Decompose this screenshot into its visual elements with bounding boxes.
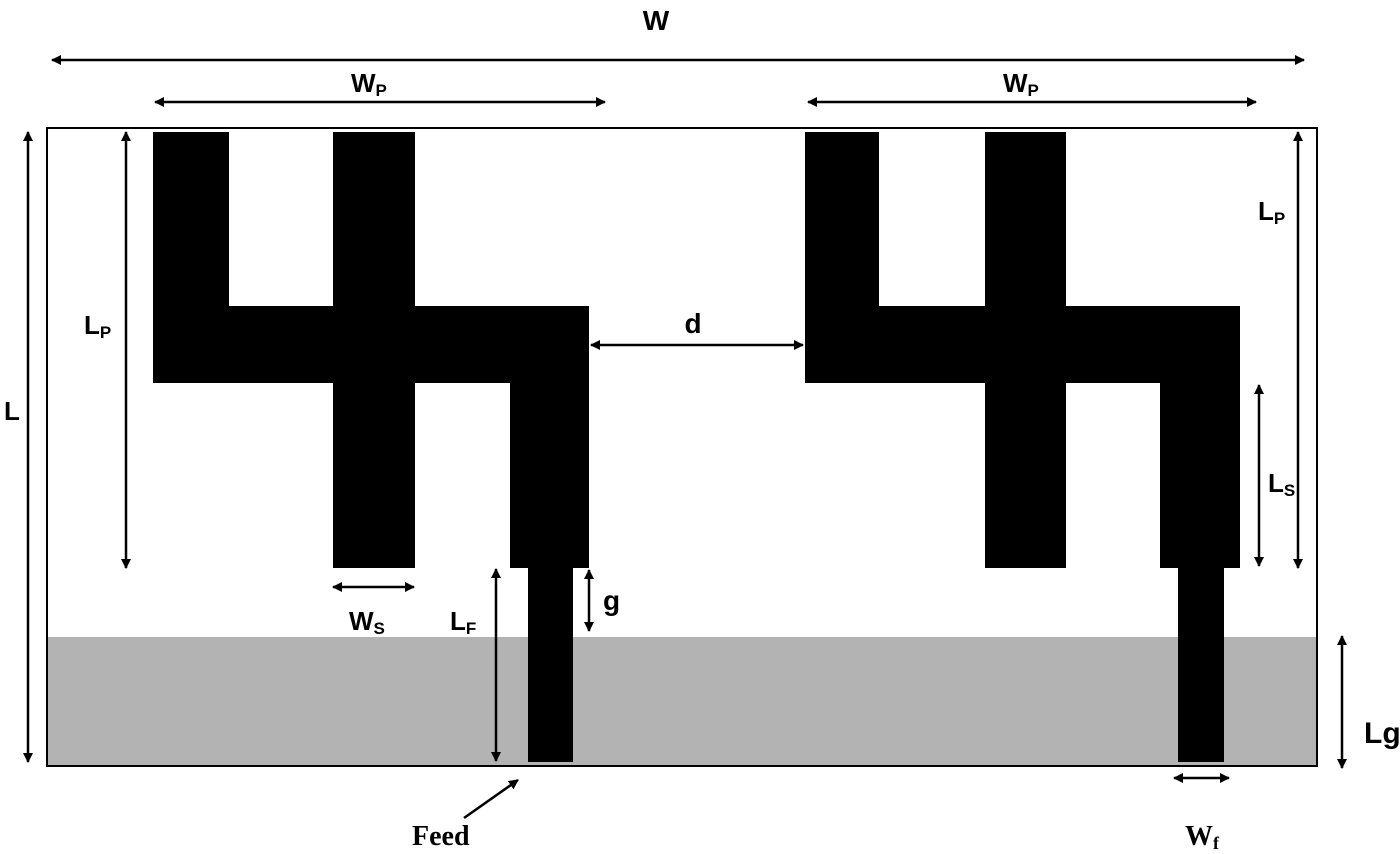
label-lp-right: LP <box>1258 196 1285 228</box>
label-lf: LF <box>450 606 476 638</box>
label-g: g <box>603 585 620 616</box>
label-lp-left: LP <box>84 310 111 342</box>
left-patch <box>153 132 589 568</box>
label-wp-left: WP <box>351 68 387 100</box>
label-l: L <box>4 396 20 426</box>
label-feed: Feed <box>412 821 470 852</box>
feed-pointer-arrow <box>463 778 519 820</box>
right-patch <box>805 132 1240 568</box>
right-feed-line <box>1178 568 1224 762</box>
label-ls: LS <box>1268 468 1295 500</box>
ground-plane <box>48 637 1316 765</box>
label-d: d <box>684 308 701 339</box>
label-wp-right: WP <box>1003 68 1039 100</box>
label-ws: WS <box>349 606 385 638</box>
label-wf: Wf <box>1185 821 1220 853</box>
label-lg: Lg <box>1364 717 1400 750</box>
left-feed-line <box>528 568 573 762</box>
label-w: W <box>643 5 670 36</box>
